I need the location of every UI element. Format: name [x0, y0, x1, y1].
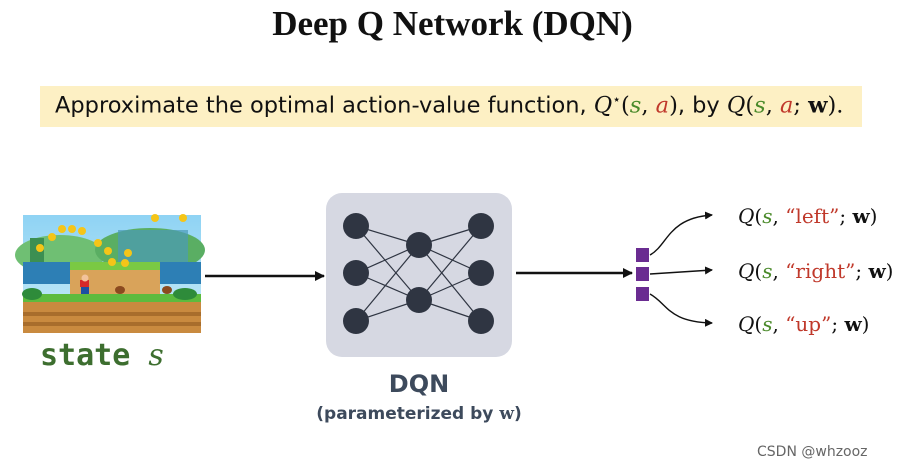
input-node — [343, 308, 369, 334]
state-label: state s — [40, 338, 164, 373]
q-star-symbol: Q — [593, 92, 613, 119]
weights-symbol: w — [808, 92, 828, 119]
banner-prefix: Approximate the optimal action-value fun… — [55, 92, 594, 119]
dqn-subtitle: (parameterized by w) — [316, 404, 522, 424]
hidden-node — [406, 232, 432, 258]
star-superscript: ⋆ — [612, 92, 621, 108]
state-word: state — [40, 338, 131, 373]
arrow-to-left — [649, 211, 713, 256]
watermark: CSDN @whzooz — [757, 444, 868, 460]
highlight-banner — [40, 86, 862, 127]
dqn-label: DQN — [388, 370, 450, 398]
output-node — [468, 308, 494, 334]
network-nodes — [343, 213, 494, 334]
input-node — [343, 260, 369, 286]
var-a: a — [655, 92, 670, 119]
game-screenshot — [15, 214, 205, 333]
arrow-to-right — [649, 266, 713, 275]
state-variable: s — [148, 338, 164, 373]
hidden-node — [406, 287, 432, 313]
action-up: “up” — [785, 312, 832, 336]
output-left: Q(s, “left”; w) — [738, 204, 878, 228]
action-right: “right” — [785, 259, 856, 283]
output-right: Q(s, “right”; w) — [738, 259, 894, 283]
output-vector — [636, 248, 649, 301]
output-cell-right — [636, 267, 649, 281]
weights-symbol: w — [499, 404, 514, 424]
action-left: “left” — [785, 204, 840, 228]
banner-text: Approximate the optimal action-value fun… — [55, 92, 844, 119]
output-node — [468, 260, 494, 286]
output-up: Q(s, “up”; w) — [738, 312, 870, 336]
page-title: Deep Q Network (DQN) — [272, 4, 633, 43]
arrow-to-up — [649, 293, 713, 327]
input-node — [343, 213, 369, 239]
output-cell-left — [636, 248, 649, 262]
output-cell-up — [636, 287, 649, 301]
var-s: s — [629, 92, 642, 119]
q-symbol: Q — [726, 92, 746, 119]
output-node — [468, 213, 494, 239]
